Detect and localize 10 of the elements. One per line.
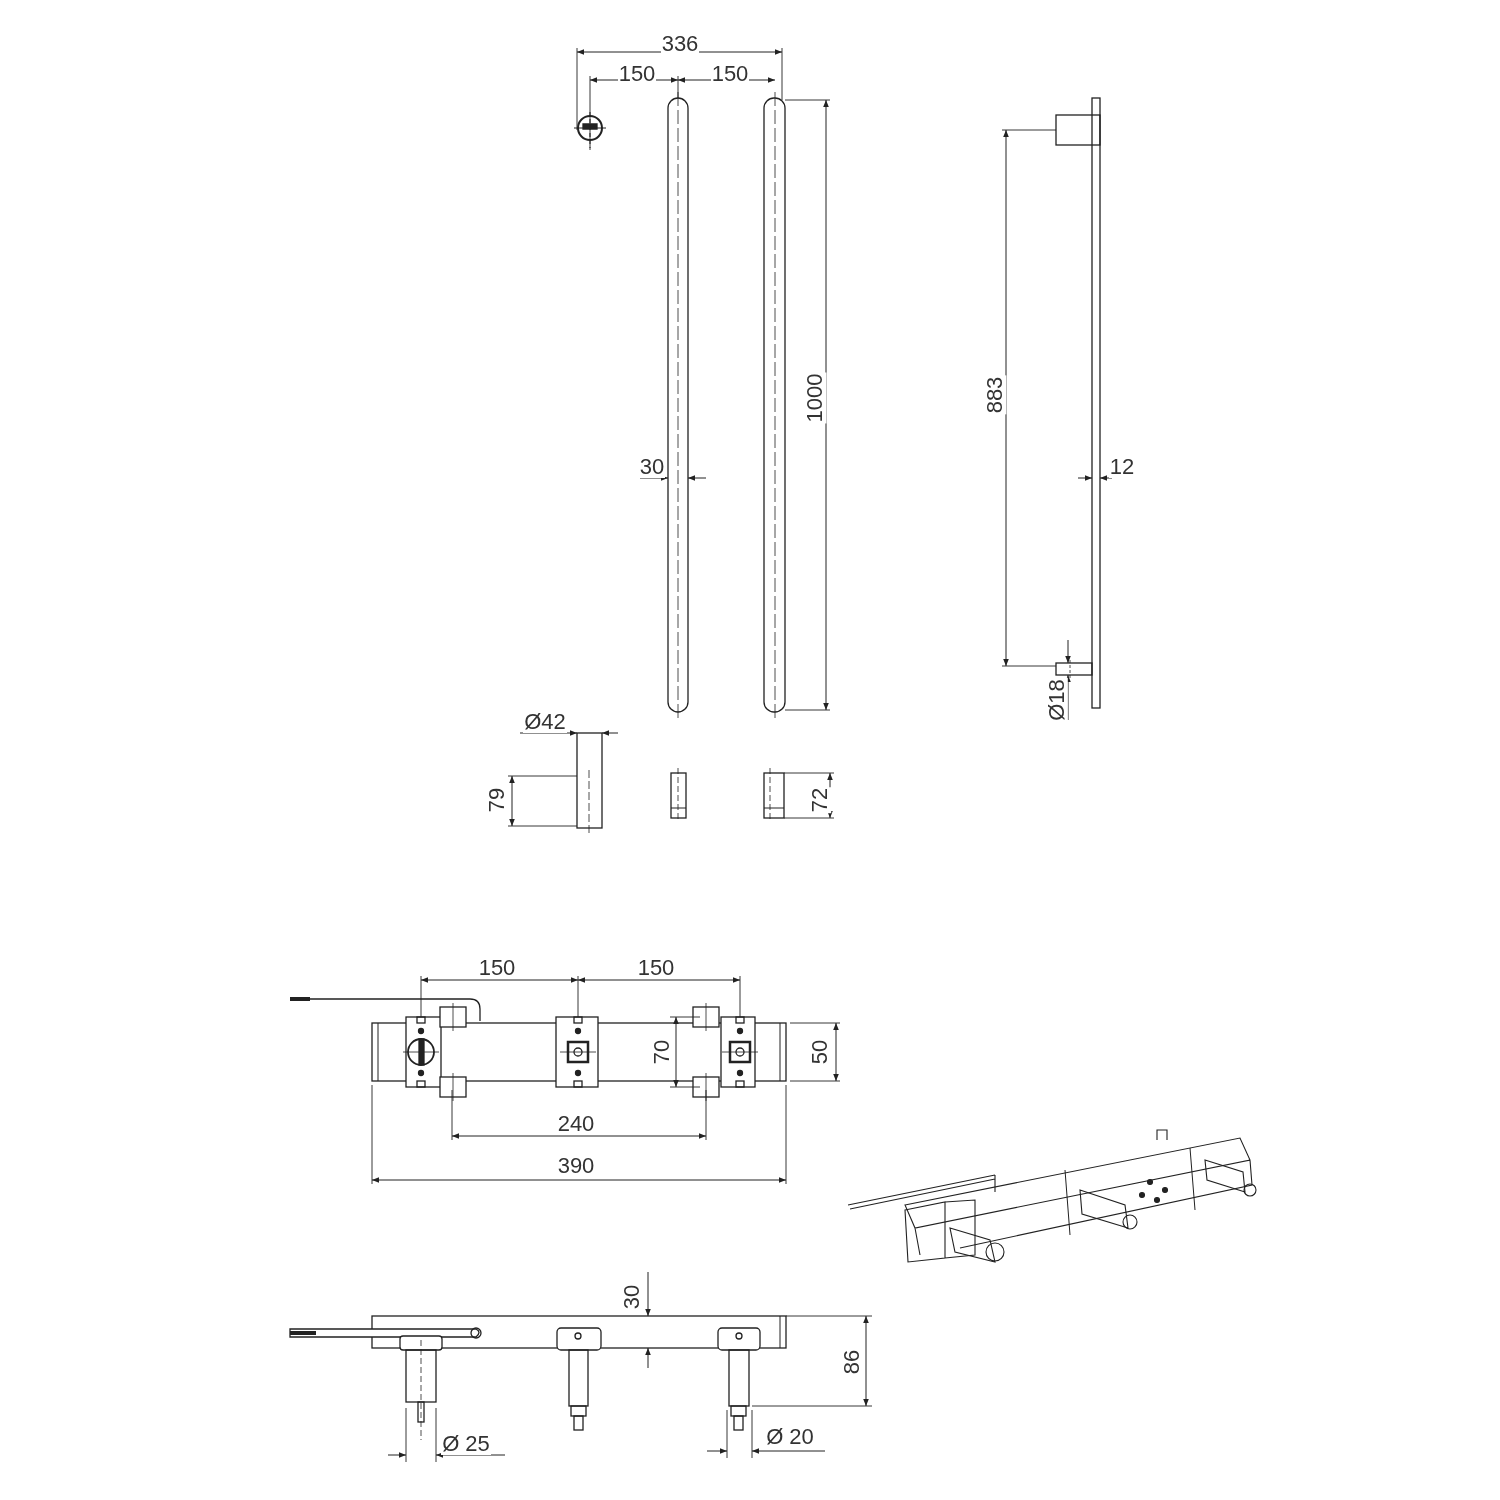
dimension-label: Ø42 (523, 711, 567, 733)
dimension-label: 336 (660, 33, 700, 55)
dimension-label: 30 (638, 456, 666, 478)
dimension-label: 72 (809, 786, 831, 814)
dimension-label: Ø18 (1046, 678, 1068, 722)
dimension-label: Ø 20 (765, 1426, 815, 1448)
dimension-label: Ø 25 (441, 1433, 491, 1455)
dimension-label: 12 (1108, 456, 1136, 478)
dimension-label: 1000 (804, 372, 826, 424)
dimension-label: 883 (984, 375, 1006, 415)
